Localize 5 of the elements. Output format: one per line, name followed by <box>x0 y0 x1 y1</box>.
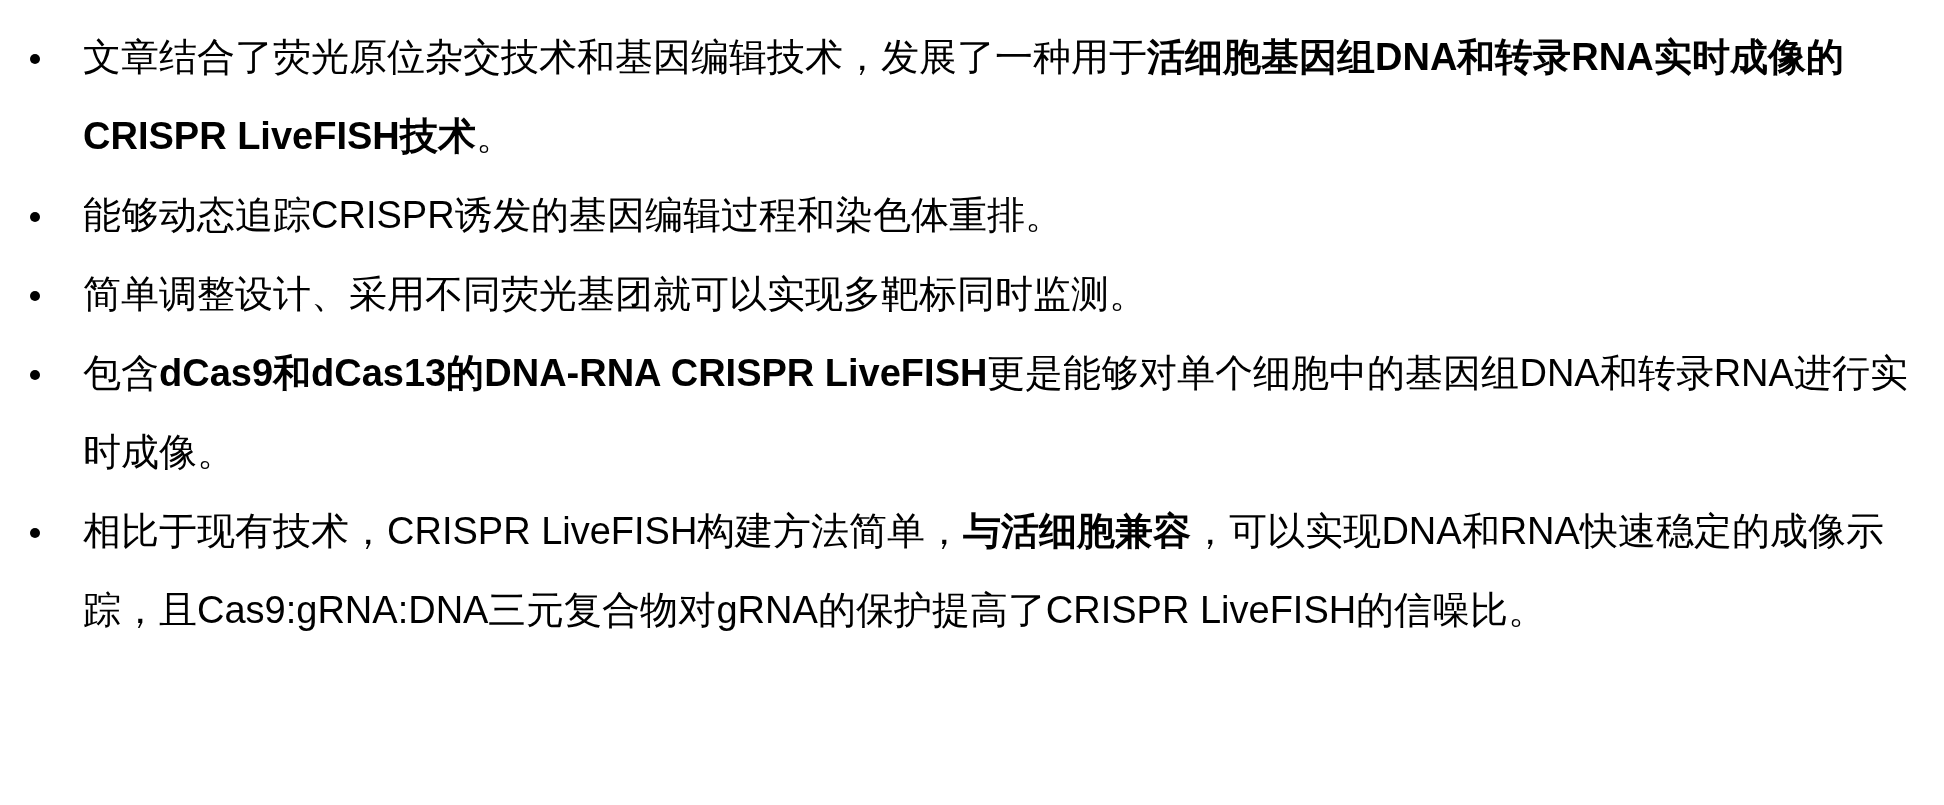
bullet-text: 相比于现有技术，CRISPR LiveFISH构建方法简单，与活细胞兼容，可以实现DNA和RNA快速稳定的成像示踪，且Cas9:gRNA:DNA三元复合物对gRNA的保护提高了CRISPR LiveFISH的信噪比。 <box>83 509 1885 633</box>
bullet-text: 能够动态追踪CRISPR诱发的基因编辑过程和染色体重排。 <box>83 193 1064 238</box>
bullet-text: 简单调整设计、采用不同荧光基团就可以实现多靶标同时监测。 <box>83 272 1148 317</box>
bullet-text: 包含dCas9和dCas13的DNA-RNA CRISPR LiveFISH更是能够对单个细胞中的基因组DNA和转录RNA进行实时成像。 <box>83 351 1909 475</box>
bullet-text: 文章结合了荧光原位杂交技术和基因编辑技术，发展了一种用于活细胞基因组DNA和转录RNA实时成像的CRISPR LiveFISH技术。 <box>83 35 1845 159</box>
